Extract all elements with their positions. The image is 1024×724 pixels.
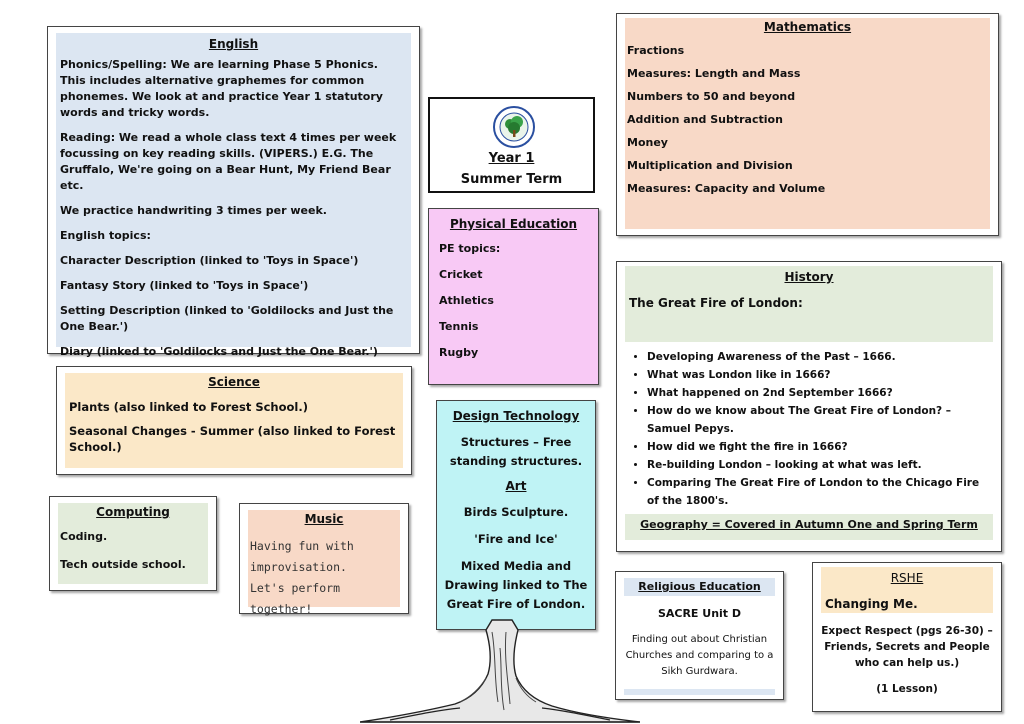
- pe-topic: Tennis: [439, 320, 479, 333]
- maths-topic: Multiplication and Division: [627, 159, 793, 172]
- history-item: Re-building London – looking at what was…: [647, 456, 993, 474]
- english-box: English Phonics/Spelling: We are learnin…: [47, 26, 420, 358]
- history-item: Comparing The Great Fire of London to th…: [647, 474, 993, 510]
- science-title: Science: [208, 375, 260, 389]
- english-topic: Fantasy Story (linked to 'Toys in Space'…: [60, 279, 309, 292]
- maths-topic: Money: [627, 136, 668, 149]
- science-topic: Plants (also linked to Forest School.): [69, 400, 308, 414]
- rshe-title: RSHE: [890, 571, 924, 585]
- re-unit: SACRE Unit D: [657, 607, 742, 620]
- history-item: Developing Awareness of the Past – 1666.: [647, 348, 993, 366]
- maths-box: Mathematics Fractions Measures: Length a…: [616, 13, 999, 236]
- history-item: How do we know about The Great Fire of L…: [647, 402, 993, 438]
- science-panel: Science Plants (also linked to Forest Sc…: [65, 373, 403, 468]
- rshe-description: Expect Respect (pgs 26-30) – Friends, Se…: [821, 625, 993, 669]
- history-title: History: [784, 270, 834, 284]
- english-reading: Reading: We read a whole class text 4 ti…: [60, 131, 397, 192]
- re-box: Religious Education SACRE Unit D Finding…: [615, 571, 784, 700]
- pe-topics-heading: PE topics:: [439, 242, 501, 255]
- year-header-box: Year 1 Summer Term: [428, 97, 595, 193]
- maths-topic: Fractions: [627, 44, 685, 57]
- maths-topic: Numbers to 50 and beyond: [627, 90, 796, 103]
- geography-note: Geography = Covered in Autumn One and Sp…: [625, 514, 993, 540]
- maths-panel: Mathematics Fractions Measures: Length a…: [625, 18, 990, 229]
- pe-box: Physical Education PE topics: Cricket At…: [428, 208, 599, 385]
- art-item: Birds Sculpture.: [463, 505, 569, 519]
- english-topic: Character Description (linked to 'Toys i…: [60, 254, 359, 267]
- art-title: Art: [505, 479, 527, 493]
- maths-topic: Measures: Capacity and Volume: [627, 182, 826, 195]
- english-topic: Diary (linked to 'Goldilocks and Just th…: [60, 345, 378, 358]
- tree-illustration: [360, 619, 640, 723]
- re-footer-bar: [624, 689, 775, 695]
- rshe-header-panel: RSHE Changing Me.: [821, 567, 993, 613]
- music-title: Music: [304, 512, 344, 526]
- rshe-lessons: (1 Lesson): [876, 683, 938, 695]
- science-topic: Seasonal Changes - Summer (also linked t…: [69, 424, 396, 454]
- history-item: What was London like in 1666?: [647, 366, 993, 384]
- school-crest-icon: [493, 106, 535, 148]
- computing-title: Computing: [96, 505, 170, 519]
- science-box: Science Plants (also linked to Forest Sc…: [56, 366, 412, 475]
- dt-text: Structures – Free standing structures.: [449, 435, 583, 468]
- history-subtitle: The Great Fire of London:: [629, 296, 803, 310]
- english-topic: Setting Description (linked to 'Goldiloc…: [60, 304, 394, 333]
- music-line: Having fun with: [250, 539, 354, 553]
- history-item: What happened on 2nd September 1666?: [647, 384, 993, 402]
- english-title: English: [208, 37, 259, 51]
- dt-title: Design Technology: [452, 409, 580, 423]
- maths-topic: Addition and Subtraction: [627, 113, 783, 126]
- rshe-box: RSHE Changing Me. Expect Respect (pgs 26…: [812, 562, 1002, 712]
- music-line: improvisation.: [250, 560, 347, 574]
- computing-panel: Computing Coding. Tech outside school.: [58, 503, 208, 584]
- pe-title: Physical Education: [449, 217, 578, 231]
- re-title: Religious Education: [624, 578, 775, 596]
- term-label: Summer Term: [460, 172, 563, 187]
- history-item: How did we fight the fire in 1666?: [647, 438, 993, 456]
- history-list: Developing Awareness of the Past – 1666.…: [627, 348, 993, 510]
- maths-topic: Measures: Length and Mass: [627, 67, 801, 80]
- art-item: Mixed Media and Drawing linked to The Gr…: [444, 559, 588, 611]
- english-handwriting: We practice handwriting 3 times per week…: [60, 204, 327, 217]
- maths-title: Mathematics: [763, 20, 852, 34]
- art-item: 'Fire and Ice': [474, 532, 558, 546]
- history-box: History The Great Fire of London: Develo…: [616, 261, 1002, 552]
- english-panel: English Phonics/Spelling: We are learnin…: [56, 33, 411, 358]
- year-label: Year 1: [488, 151, 535, 166]
- computing-topic: Coding.: [60, 530, 108, 543]
- computing-topic: Tech outside school.: [60, 558, 186, 571]
- pe-topic: Cricket: [439, 268, 483, 281]
- english-phonics: Phonics/Spelling: We are learning Phase …: [60, 58, 383, 119]
- dt-art-box: Design Technology Structures – Free stan…: [436, 400, 596, 630]
- music-box: Music Having fun with improvisation. Let…: [239, 503, 409, 616]
- music-panel: Music Having fun with improvisation. Let…: [248, 510, 400, 616]
- rshe-subtitle: Changing Me.: [825, 597, 918, 611]
- re-description: Finding out about Christian Churches and…: [625, 634, 774, 677]
- english-topics-heading: English topics:: [60, 229, 151, 242]
- pe-topic: Athletics: [439, 294, 494, 307]
- computing-box: Computing Coding. Tech outside school.: [49, 496, 217, 591]
- pe-topic: Rugby: [439, 346, 479, 359]
- history-header-panel: History The Great Fire of London:: [625, 266, 993, 342]
- music-line: Let's perform together!: [250, 581, 341, 616]
